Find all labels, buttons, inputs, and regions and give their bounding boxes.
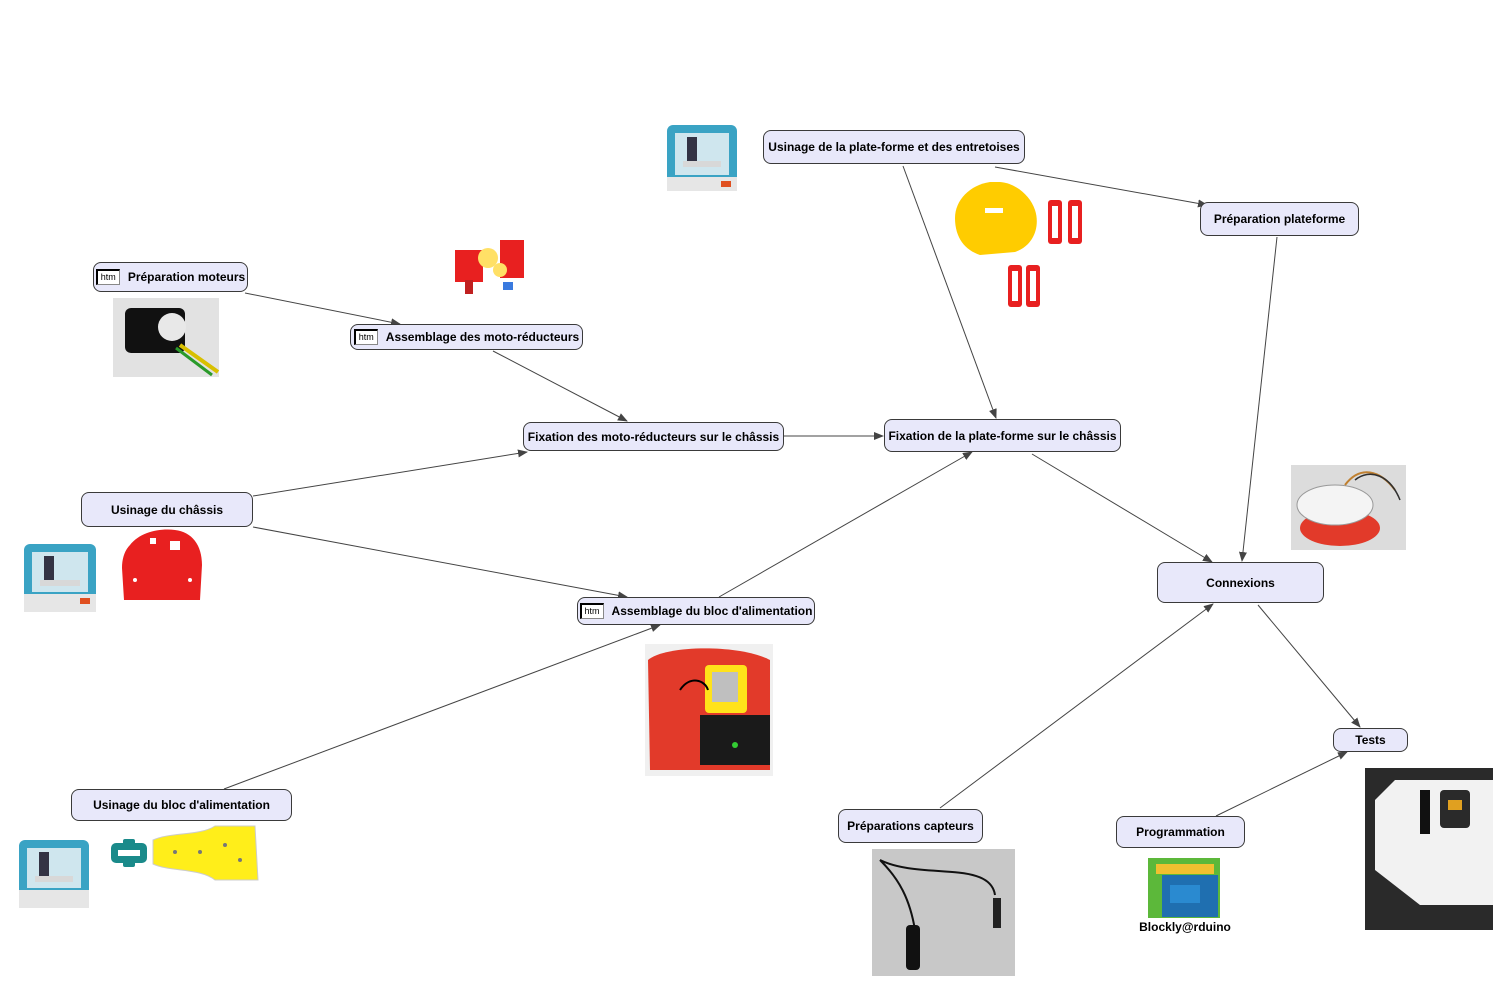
node-label: Préparation moteurs bbox=[127, 270, 246, 284]
node-label: Usinage du bloc d'alimentation bbox=[93, 798, 270, 812]
gearbox-image bbox=[455, 240, 524, 294]
chassis-part-image bbox=[122, 529, 202, 600]
edge-connexions-to-tests bbox=[1257, 604, 1361, 728]
edge-prep_moteurs-to-assemblage_moto bbox=[244, 292, 401, 327]
node-preparation-plateforme[interactable]: Préparation plateforme bbox=[1200, 202, 1359, 236]
cnc-machine-image-chassis bbox=[24, 544, 96, 612]
cnc-machine-image-bloc bbox=[19, 840, 89, 908]
node-label: Tests bbox=[1355, 733, 1386, 747]
node-label: Fixation des moto-réducteurs sur le châs… bbox=[527, 429, 780, 444]
node-label: Assemblage du bloc d'alimentation bbox=[611, 604, 813, 618]
node-assemblage-bloc-alimentation[interactable]: htm Assemblage du bloc d'alimentation bbox=[577, 597, 815, 625]
node-usinage-bloc-alimentation[interactable]: Usinage du bloc d'alimentation bbox=[71, 789, 292, 821]
cnc-machine-image-plateforme bbox=[667, 125, 737, 191]
test-track-photo bbox=[1365, 768, 1493, 930]
node-connexions[interactable]: Connexions bbox=[1157, 562, 1324, 603]
plateforme-parts-image bbox=[955, 182, 1082, 307]
edge-usinage_chassis-to-assemblage_bloc bbox=[252, 526, 628, 600]
node-fixation-moto-reducteurs[interactable]: Fixation des moto-réducteurs sur le châs… bbox=[523, 422, 784, 451]
blockly-caption: Blockly@rduino bbox=[1139, 920, 1231, 934]
node-tests[interactable]: Tests bbox=[1333, 728, 1408, 752]
node-usinage-plateforme[interactable]: Usinage de la plate-forme et des entreto… bbox=[763, 130, 1025, 164]
edge-usinage_chassis-to-fixation_moto bbox=[252, 449, 528, 497]
node-label: Programmation bbox=[1136, 825, 1225, 839]
node-label: Assemblage des moto-réducteurs bbox=[385, 330, 580, 344]
edge-usinage_bloc-to-assemblage_bloc bbox=[223, 624, 661, 790]
robot-wired-photo bbox=[1291, 465, 1406, 550]
node-programmation[interactable]: Programmation bbox=[1116, 816, 1245, 848]
blockly-arduino-image: Blockly@rduino bbox=[1139, 858, 1231, 934]
edge-prep_capteurs-to-connexions bbox=[939, 603, 1214, 809]
node-preparations-capteurs[interactable]: Préparations capteurs bbox=[838, 809, 983, 843]
edge-assemblage_bloc-to-fixation_plateforme bbox=[718, 451, 973, 598]
node-label: Usinage de la plate-forme et des entreto… bbox=[768, 140, 1020, 154]
power-block-parts-image bbox=[111, 825, 259, 881]
node-fixation-plateforme[interactable]: Fixation de la plate-forme sur le châssi… bbox=[884, 419, 1121, 452]
edge-assemblage_moto-to-fixation_moto bbox=[492, 350, 628, 422]
htm-link-icon[interactable]: htm bbox=[95, 269, 120, 285]
edge-usinage_plateforme-to-prep_plateforme bbox=[994, 166, 1208, 208]
edge-fixation_plateforme-to-connexions bbox=[1031, 453, 1213, 563]
node-label: Usinage du châssis bbox=[110, 502, 224, 517]
sensor-photo bbox=[872, 849, 1015, 976]
power-block-photo bbox=[645, 644, 773, 776]
node-label: Connexions bbox=[1206, 575, 1275, 590]
node-usinage-chassis[interactable]: Usinage du châssis bbox=[81, 492, 253, 527]
edge-layer bbox=[223, 165, 1361, 817]
edge-prep_plateforme-to-connexions bbox=[1238, 236, 1278, 562]
node-label: Fixation de la plate-forme sur le châssi… bbox=[888, 428, 1117, 443]
node-assemblage-moto-reducteurs[interactable]: htm Assemblage des moto-réducteurs bbox=[350, 324, 583, 350]
htm-link-icon[interactable]: htm bbox=[579, 603, 604, 619]
node-label: Préparation plateforme bbox=[1213, 212, 1346, 226]
node-preparation-moteurs[interactable]: htm Préparation moteurs bbox=[93, 262, 248, 292]
edge-programmation-to-tests bbox=[1215, 751, 1348, 817]
node-label: Préparations capteurs bbox=[847, 819, 974, 833]
htm-link-icon[interactable]: htm bbox=[353, 329, 378, 345]
edge-usinage_plateforme-to-fixation_plateforme bbox=[902, 165, 997, 419]
motor-photo bbox=[113, 298, 220, 377]
